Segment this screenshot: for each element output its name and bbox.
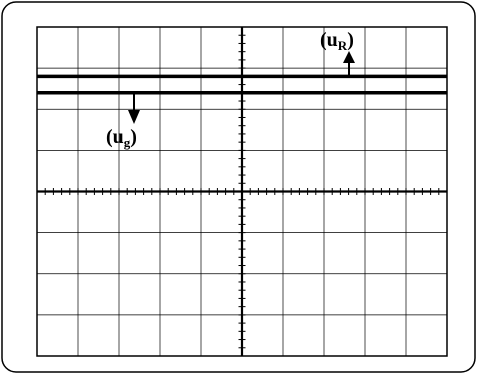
arrow-up-icon xyxy=(343,51,355,75)
svg-text:(ug): (ug) xyxy=(106,126,137,150)
label-u-r-close: ) xyxy=(347,29,354,51)
label-u-g-sub: g xyxy=(124,135,131,150)
svg-text:(uR): (uR) xyxy=(320,29,354,53)
label-u-g-close: ) xyxy=(130,126,137,148)
traces xyxy=(37,74,447,95)
arrow-down-icon xyxy=(128,94,140,124)
trace-label-u-g: (ug) xyxy=(106,126,137,150)
label-u-g-main: (u xyxy=(106,126,124,148)
label-u-r-main: (u xyxy=(320,29,338,51)
trace-label-u-r: (uR) xyxy=(320,29,354,53)
screen-frame xyxy=(36,26,448,357)
label-u-r-sub: R xyxy=(338,38,348,53)
graticule-minor-ticks xyxy=(36,26,448,357)
